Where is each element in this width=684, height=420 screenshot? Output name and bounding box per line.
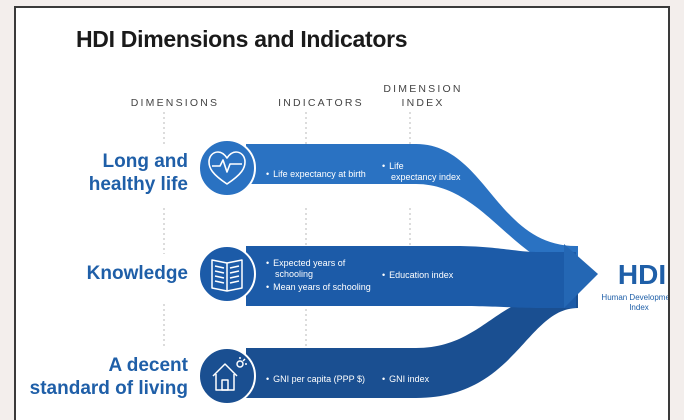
column-header-dimension-index: DIMENSION INDEX	[368, 82, 478, 110]
flow-arrow-head	[564, 244, 598, 308]
house-icon	[212, 357, 247, 391]
heart-pulse-icon	[208, 151, 246, 185]
flow-band-living	[246, 290, 578, 398]
flow-diagram	[163, 112, 598, 405]
flow-band-health	[246, 144, 578, 270]
index-gni: •GNI index	[382, 374, 430, 384]
indicator-text: Expected years of	[273, 258, 346, 268]
indicator-gni-per-capita: •GNI per capita (PPP $)	[266, 374, 366, 384]
column-header-indicators: INDICATORS	[278, 97, 364, 109]
index-text: Education index	[389, 270, 454, 280]
diagram-frame: HDI Dimensions and Indicators DIMENSIONS…	[14, 6, 670, 420]
index-text: Life	[389, 161, 404, 171]
index-life-expectancy: •Life expectancy index	[382, 161, 461, 182]
indicator-mean-schooling: •Mean years of schooling	[266, 282, 371, 292]
dimension-label-knowledge: Knowledge	[87, 262, 188, 285]
icon-circle-health	[198, 139, 256, 197]
hdi-subtitle-line1: Human Development	[601, 293, 670, 302]
icon-circle-living	[198, 347, 256, 405]
indicator-expected-schooling: •Expected years of schooling	[266, 258, 346, 279]
dimension-living-line1: A decent	[108, 355, 188, 376]
dimension-health-line1: Long and	[102, 151, 188, 172]
dimension-label-health: Long and healthy life	[89, 150, 188, 196]
dimension-living-line2: standard of living	[29, 378, 188, 399]
index-text: GNI index	[389, 374, 430, 384]
indicator-text: GNI per capita (PPP $)	[273, 374, 366, 384]
indicator-text: Mean years of schooling	[273, 282, 371, 292]
page-title: HDI Dimensions and Indicators	[76, 26, 408, 52]
flow-band-knowledge	[246, 246, 576, 308]
open-book-icon	[211, 259, 243, 292]
column-header-index-line1: DIMENSION	[383, 83, 463, 95]
hdi-subtitle-line2: Index	[629, 303, 649, 312]
dimension-label-living: A decent standard of living	[30, 354, 188, 400]
column-header-dimensions: DIMENSIONS	[130, 97, 220, 109]
dimension-knowledge-line1: Knowledge	[86, 263, 188, 284]
dimension-health-line2: healthy life	[88, 174, 188, 195]
indicator-text: schooling	[275, 269, 314, 279]
index-text: expectancy index	[391, 172, 461, 182]
guide-lines	[163, 112, 411, 348]
indicator-text: Life expectancy at birth	[273, 169, 366, 179]
hdi-title: HDI	[617, 259, 667, 290]
indicator-life-expectancy: •Life expectancy at birth	[266, 169, 366, 179]
hdi-subtitle: Human Development Index	[590, 293, 670, 313]
index-education: •Education index	[382, 270, 454, 280]
column-header-index-line2: INDEX	[401, 97, 445, 109]
